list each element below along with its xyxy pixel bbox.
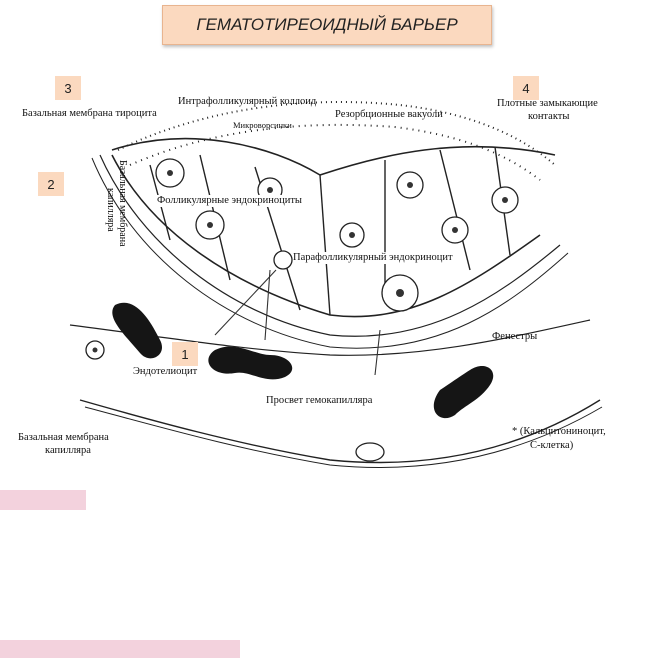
marker-4: 4 [513, 76, 539, 100]
label-basal-membrane-capillary: Базальная мембрана [18, 432, 109, 443]
label-endotheliocyte: Эндотелиоцит [133, 366, 198, 377]
highlight-bar-top [0, 490, 86, 510]
label-calcitoninocyte: * (Кальцитониноцит, [512, 426, 606, 437]
label-follicular-endocrinocytes: Фолликулярные эндокриноциты [157, 195, 302, 207]
label-capillary-membrane-vertical: Базальная мембрана [117, 160, 128, 247]
label-tight-junctions-2: контакты [528, 111, 570, 122]
label-basal-membrane-thyrocyte: Базальная мембрана тироцита [22, 108, 157, 119]
label-fenestrae: Фенестры [492, 331, 538, 342]
highlight-bar-bottom [0, 640, 240, 658]
label-colloid: Интрафолликулярный коллоид [178, 96, 317, 107]
label-capillary-lumen: Просвет гемокапилляра [266, 395, 373, 406]
marker-1: 1 [172, 342, 198, 366]
label-tight-junctions: Плотные замыкающие [497, 98, 598, 109]
label-basal-membrane-capillary-2: капилляра [45, 445, 91, 456]
marker-2: 2 [38, 172, 64, 196]
marker-3: 3 [55, 76, 81, 100]
label-capillary-membrane-vertical-2: капилляра [105, 188, 116, 232]
thyroid-barrier-illustration [69, 101, 603, 469]
label-parafollicular-endocrinocyte: Парафолликулярный эндокриноцит [293, 252, 453, 264]
diagram-title: ГЕМАТОТИРЕОИДНЫЙ БАРЬЕР [162, 5, 492, 45]
label-resorption-vacuoles: Резорбционные вакуоли [335, 109, 443, 120]
label-calcitoninocyte-2: С-клетка) [530, 440, 574, 451]
label-microvilli: Микроворсинки [233, 120, 292, 130]
